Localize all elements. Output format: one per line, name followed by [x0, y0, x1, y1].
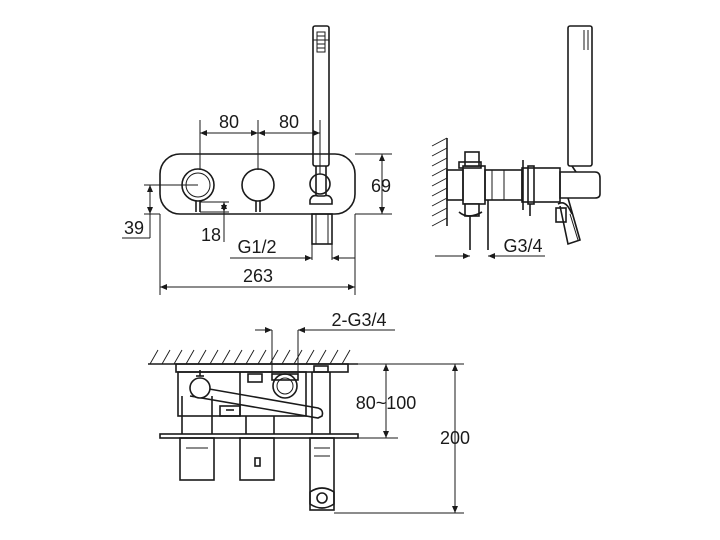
hand-shower: [309, 25, 333, 260]
dim-height: 69: [371, 176, 391, 196]
knob-stems-top: [181, 365, 331, 434]
wall-hatching: [431, 137, 448, 227]
dim-total-depth: 200: [440, 428, 470, 448]
hand-shower-side: [555, 25, 601, 246]
wall-hatching-top: [148, 349, 358, 365]
dim-outlet-thread: G1/2: [237, 237, 276, 257]
mixer-knob-top: [239, 437, 275, 481]
diverter-pipe: [189, 370, 324, 419]
inlet-fittings: [219, 372, 299, 417]
dim-wall-depth: 80~100: [356, 393, 417, 413]
mixer-knob: [241, 120, 275, 212]
dim-spacing-right: 80: [279, 112, 299, 132]
valve-body-side: [446, 151, 561, 250]
diverter-knob: [181, 120, 215, 212]
top-view: 2-G3/4 80~100: [148, 310, 470, 514]
dim-width: 263: [243, 266, 273, 286]
diverter-knob-top: [179, 437, 215, 481]
dim-inlet-thread: G3/4: [503, 236, 542, 256]
hand-shower-connector-top: [309, 437, 335, 511]
dim-inlet-threads: 2-G3/4: [331, 310, 386, 330]
side-view: G3/4: [431, 25, 601, 259]
hand-shower-outlet: [309, 120, 331, 195]
dim-knob-depth: 18: [201, 225, 221, 245]
dim-offset: 39: [124, 218, 144, 238]
dim-spacing-left: 80: [219, 112, 239, 132]
front-view: 80 80 69 39 18 G1/2 263: [122, 25, 392, 295]
